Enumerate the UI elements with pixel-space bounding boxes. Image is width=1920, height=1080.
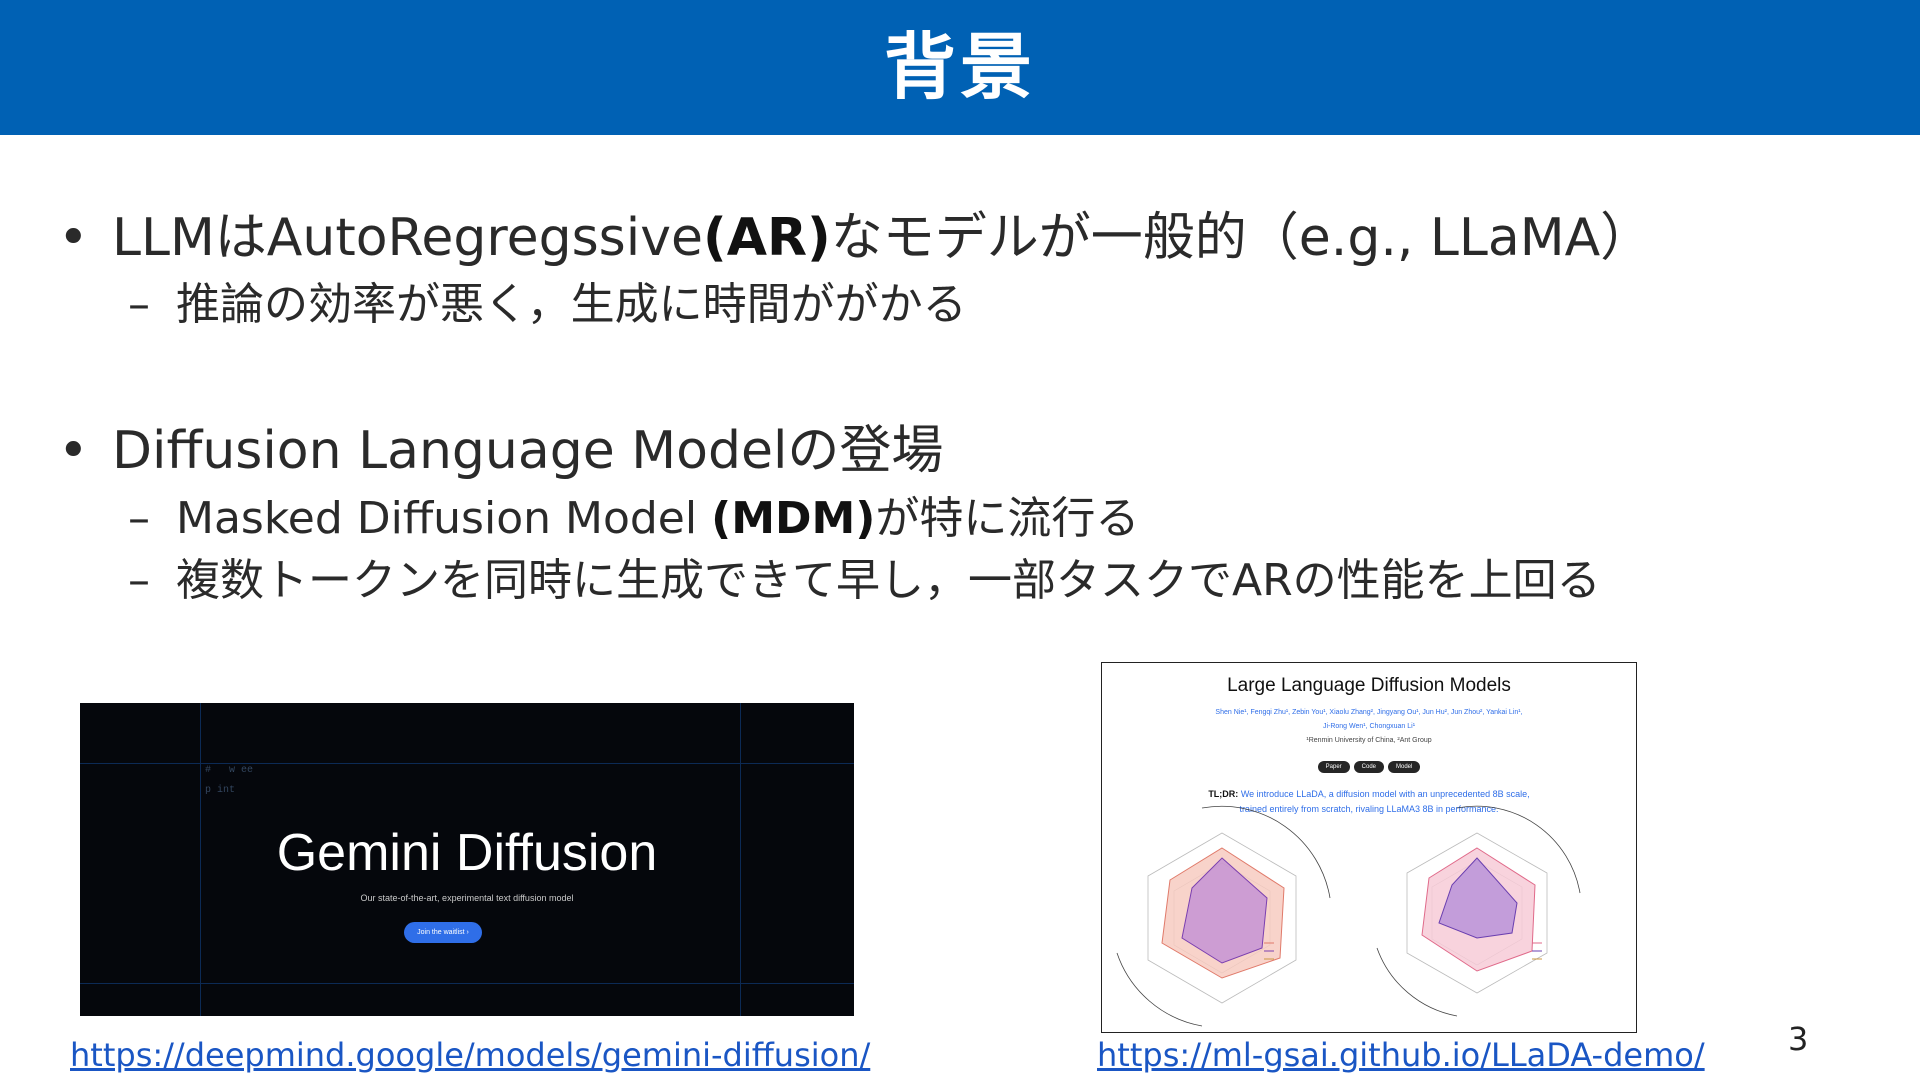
sub-bullet-1-1: –推論の効率が悪く，生成に時間ががかる xyxy=(128,268,967,332)
llada-title: Large Language Diffusion Models xyxy=(1227,675,1511,696)
bullet-text-post: なモデルが一般的（e.g., LLaMA） xyxy=(830,208,1653,268)
gemini-subtitle: Our state-of-the-art, experimental text … xyxy=(360,893,574,903)
paper-button: Paper xyxy=(1317,761,1350,773)
bullet-1: • LLMはAutoRegregssive(AR)なモデルが一般的（e.g., L… xyxy=(58,195,1652,270)
sub-bullet-text: 複数トークンを同時に生成できて早し，一部タスクでARの性能を上回る xyxy=(176,555,1601,606)
tldr-label: TL;DR: xyxy=(1208,789,1239,799)
faint-code-decoration: # w ee xyxy=(205,765,254,776)
llada-demo-link[interactable]: https://ml-gsai.github.io/LLaDA-demo/ xyxy=(1097,1036,1705,1074)
tldr-line1: We introduce LLaDA, a diffusion model wi… xyxy=(1240,789,1530,799)
radar-grid xyxy=(1147,832,1297,1004)
radar-outer-arc xyxy=(1376,947,1458,1017)
sub-bullet-2-2: –複数トークンを同時に生成できて早し，一部タスクでARの性能を上回る xyxy=(128,544,1601,608)
radar-charts-figure xyxy=(1116,805,1581,1027)
sub-bullet-2-1: –Masked Diffusion Model (MDM)が特に流行る xyxy=(128,482,1139,546)
grid-line xyxy=(200,703,201,1016)
model-button: Model xyxy=(1388,761,1421,773)
radar-area-series xyxy=(1181,857,1268,964)
grid-line xyxy=(80,983,854,984)
sub-bullet-text: Masked Diffusion Model xyxy=(176,493,712,544)
page-number: 3 xyxy=(1788,1020,1809,1058)
bullet-text: LLMはAutoRegregssive xyxy=(112,208,703,268)
sub-bullet-text: 推論の効率が悪く，生成に時間ががかる xyxy=(176,279,967,330)
radar-outer-arc xyxy=(1116,952,1203,1027)
radar-area-series xyxy=(1438,857,1518,939)
bullet-text: Diffusion Language Modelの登場 xyxy=(112,421,944,481)
tldr-line2: trained entirely from scratch, rivaling … xyxy=(1239,804,1499,814)
title-bar xyxy=(0,0,1920,135)
faint-code-decoration: p int xyxy=(205,785,236,796)
grid-line xyxy=(740,703,741,1016)
llada-affiliation: ¹Renmin University of China, ²Ant Group xyxy=(1306,737,1432,744)
sub-bullet-marker: – xyxy=(128,493,150,544)
llada-tldr: TL;DR: We introduce LLaDA, a diffusion m… xyxy=(1102,787,1636,817)
radar-chart-right xyxy=(1376,805,1581,1017)
llada-screenshot: Large Language Diffusion Models Shen Nie… xyxy=(1101,662,1637,1033)
gemini-diffusion-link[interactable]: https://deepmind.google/models/gemini-di… xyxy=(70,1036,871,1074)
sub-bullet-marker: – xyxy=(128,279,150,330)
radar-outer-arc xyxy=(1201,805,1331,899)
grid-line xyxy=(80,763,854,764)
radar-legend-left xyxy=(1264,942,1274,960)
radar-outer-arc xyxy=(1456,805,1581,894)
bullet-marker: • xyxy=(58,421,89,481)
bullet-2: • Diffusion Language Modelの登場 xyxy=(58,408,943,483)
bullet-bold: (AR) xyxy=(702,208,831,268)
sub-bullet-text-post: が特に流行る xyxy=(875,493,1140,544)
sub-bullet-bold: (MDM) xyxy=(711,493,876,544)
llada-authors: Shen Nie¹, Fengqi Zhu¹, Zebin You¹, Xiao… xyxy=(1215,709,1523,716)
code-button: Code xyxy=(1353,761,1384,773)
radar-legend-right xyxy=(1532,942,1542,960)
join-waitlist-button: Join the waitlist › xyxy=(404,922,482,943)
bullet-marker: • xyxy=(58,208,89,268)
radar-grid xyxy=(1406,832,1548,994)
gemini-diffusion-screenshot: # w ee p int Gemini Diffusion Our state-… xyxy=(80,703,854,1016)
radar-chart-left xyxy=(1116,805,1331,1027)
sub-bullet-marker: – xyxy=(128,555,150,606)
slide-title: 背景 xyxy=(883,25,1036,109)
gemini-title: Gemini Diffusion xyxy=(276,824,658,882)
llada-authors: Ji-Rong Wen¹, Chongxuan Li¹ xyxy=(1322,723,1416,730)
